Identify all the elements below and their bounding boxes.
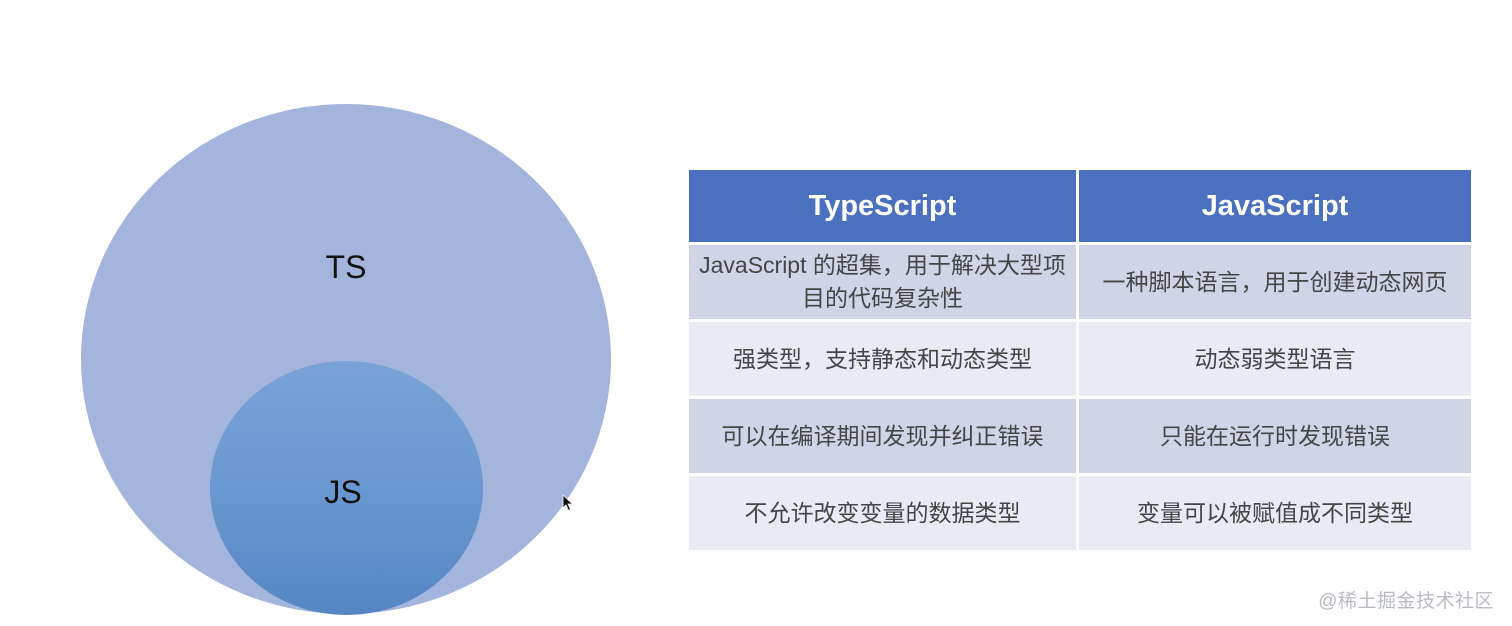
ts-label: TS [325,249,367,285]
table-header-row: TypeScript JavaScript [686,169,1474,245]
header-typescript: TypeScript [686,169,1079,245]
cell-ts: 可以在编译期间发现并纠正错误 [686,396,1079,476]
cell-js: 只能在运行时发现错误 [1076,396,1474,476]
cell-ts: 强类型，支持静态和动态类型 [686,319,1079,399]
js-circle [210,361,483,615]
table-row: 可以在编译期间发现并纠正错误 只能在运行时发现错误 [686,396,1474,476]
cell-ts: JavaScript 的超集，用于解决大型项目的代码复杂性 [686,242,1079,322]
header-javascript: JavaScript [1076,169,1474,245]
js-label: JS [324,474,362,510]
comparison-table: TypeScript JavaScript JavaScript 的超集，用于解… [686,169,1474,553]
cell-js: 变量可以被赋值成不同类型 [1076,473,1474,553]
cell-js: 一种脚本语言，用于创建动态网页 [1076,242,1474,322]
table-row: JavaScript 的超集，用于解决大型项目的代码复杂性 一种脚本语言，用于创… [686,242,1474,322]
table-row: 不允许改变变量的数据类型 变量可以被赋值成不同类型 [686,473,1474,553]
watermark: @稀土掘金技术社区 [1318,591,1494,612]
cell-ts: 不允许改变变量的数据类型 [686,473,1079,553]
cell-js: 动态弱类型语言 [1076,319,1474,399]
venn-diagram: TS JS [0,0,700,626]
table-row: 强类型，支持静态和动态类型 动态弱类型语言 [686,319,1474,399]
